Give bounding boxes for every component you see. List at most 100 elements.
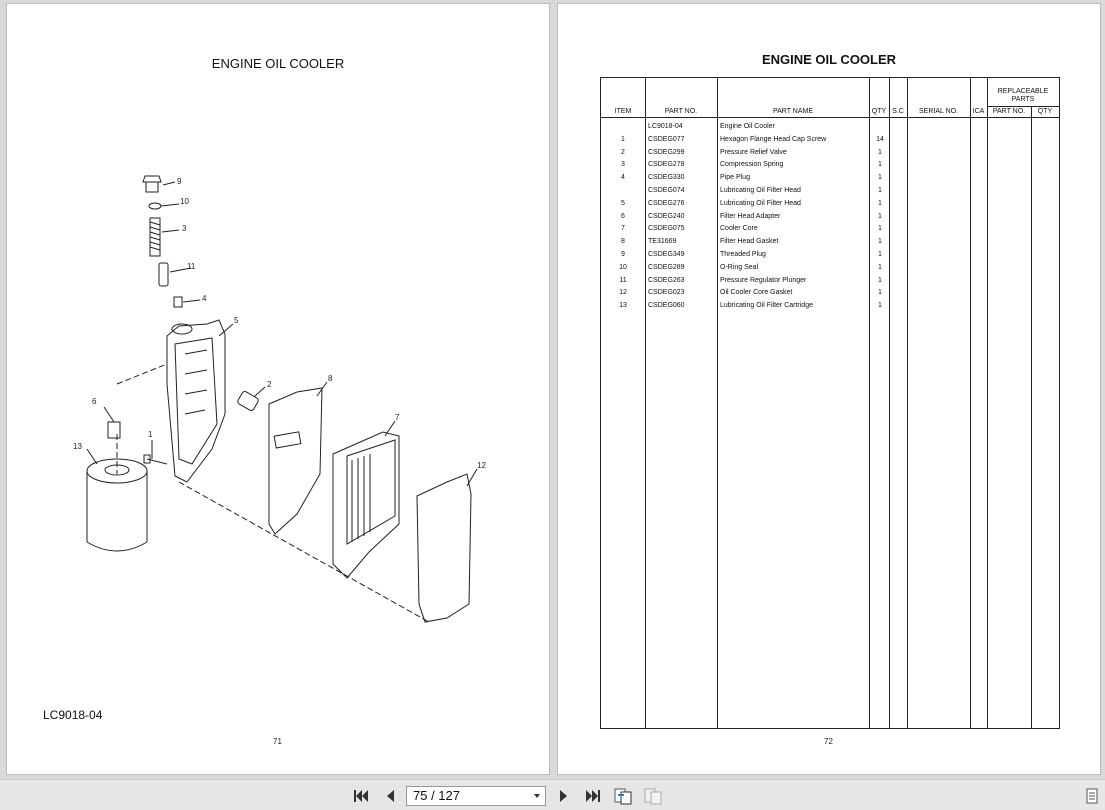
cell-part-name: Threaded Plug [720, 251, 766, 258]
cell-part-name: Pressure Regulator Plunger [720, 276, 807, 284]
cell-part-name: Filter Head Adapter [720, 212, 781, 220]
cell-item: 6 [621, 212, 625, 220]
cell-item: 13 [619, 302, 627, 310]
cell-part-name: Compression Spring [720, 161, 784, 169]
cell-item: 5 [621, 199, 625, 207]
callout-7: 7 [395, 413, 400, 422]
parts-table: ITEM PART NO. PART NAME QTY S.C SERIAL N… [600, 77, 1060, 729]
left-page: ENGINE OIL COOLER [7, 4, 549, 774]
cell-part-no: CSDEG299 [648, 148, 685, 156]
menu-button[interactable] [1084, 786, 1100, 806]
cell-part-name: Lubricating Oil Filter Head [720, 187, 801, 194]
page-number: 71 [273, 737, 282, 746]
cell-part-name: Hexagon Flange Head Cap Screw [720, 135, 827, 143]
header-part-no: PART NO. [664, 108, 698, 115]
cell-item: 1 [621, 135, 625, 143]
next-page-icon [560, 790, 567, 802]
cell-qty: 1 [878, 148, 882, 156]
cell-part-no: TE31669 [648, 238, 677, 246]
header-rp-part-no: PART NO. [992, 108, 1026, 115]
single-page-view-icon [614, 788, 632, 805]
cell-part-no: CSDEG278 [648, 161, 685, 169]
callout-13: 13 [73, 442, 82, 451]
cell-part-no: CSDEG349 [648, 251, 685, 258]
table-row: CSDEG074 Lubricating Oil Filter Head 1 [601, 187, 1059, 200]
cell-qty: 1 [878, 187, 882, 194]
adapter-shape [107, 421, 121, 439]
exploded-parts-diagram: 9 10 3 11 4 5 2 8 6 7 1 13 12 [73, 175, 486, 623]
cell-part-no: CSDEG074 [648, 187, 685, 194]
viewer-toolbar: 75 / 127 [0, 779, 1105, 810]
last-page-button[interactable] [582, 786, 604, 806]
table-row: 5 CSDEG276 Lubricating Oil Filter Head 1 [601, 200, 1059, 213]
cell-part-no: CSDEG060 [648, 302, 685, 310]
cell-part-no: CSDEG240 [648, 212, 685, 220]
two-page-view-button[interactable] [642, 786, 664, 806]
header-rp-qty: QTY [1037, 108, 1053, 115]
cell-qty: 1 [878, 289, 882, 297]
pipe-plug-shape [173, 296, 183, 308]
callout-9: 9 [177, 177, 182, 186]
cell-qty: 1 [878, 212, 882, 220]
first-page-button[interactable] [350, 786, 372, 806]
cooler-core-gasket-shape [416, 473, 472, 623]
chevron-down-icon [534, 794, 540, 798]
callout-5: 5 [234, 316, 239, 325]
cell-item: 4 [621, 174, 625, 182]
callout-2: 2 [267, 380, 272, 389]
page-number-select[interactable]: 75 / 127 [406, 786, 546, 806]
cell-part-no: LC9018-04 [648, 123, 683, 130]
cooler-core-shape [332, 431, 400, 579]
header-qty: QTY [871, 108, 887, 115]
callout-1: 1 [148, 430, 153, 439]
table-row: 4 CSDEG330 Pipe Plug 1 [601, 174, 1059, 187]
cell-item: 12 [619, 289, 627, 297]
callout-6: 6 [92, 397, 97, 406]
table-row: 8 TE31669 Filter Head Gasket 1 [601, 238, 1059, 251]
next-page-button[interactable] [554, 786, 574, 806]
header-sc: S.C [892, 108, 904, 115]
cell-qty: 1 [878, 263, 882, 271]
cell-part-no: CSDEG330 [648, 174, 685, 182]
table-row: 6 CSDEG240 Filter Head Adapter 1 [601, 213, 1059, 226]
callout-12: 12 [477, 461, 486, 470]
plug-head-shape [142, 175, 162, 183]
cell-qty: 1 [878, 174, 882, 182]
cell-part-no: CSDEG077 [648, 135, 685, 143]
cell-item: 7 [621, 225, 625, 233]
cell-part-name: Lubricating Oil Filter Head [720, 199, 801, 207]
cell-qty: 1 [878, 238, 882, 246]
cell-qty: 1 [878, 161, 882, 169]
page-indicator: 75 / 127 [413, 788, 460, 803]
header-replaceable-parts: REPLACEABLE PARTS [997, 88, 1049, 103]
callout-3: 3 [182, 224, 187, 233]
cell-part-name: Pipe Plug [720, 174, 750, 182]
cell-item: 9 [621, 251, 625, 258]
callout-11: 11 [187, 262, 196, 271]
two-page-view-icon [644, 788, 662, 805]
single-page-view-button[interactable] [612, 786, 634, 806]
previous-page-button[interactable] [380, 786, 400, 806]
cell-qty: 1 [878, 276, 882, 284]
cell-item: 8 [621, 238, 625, 246]
callout-10: 10 [180, 197, 189, 206]
cell-part-no: CSDEG289 [648, 263, 685, 271]
cell-qty: 1 [878, 199, 882, 207]
page-title: ENGINE OIL COOLER [211, 56, 345, 71]
header-ica: ICA [972, 108, 985, 115]
cell-part-name: Oil Cooler Core Gasket [720, 289, 793, 297]
cell-part-name: Lubricating Oil Filter Cartridge [720, 302, 813, 310]
header-part-name: PART NAME [772, 108, 814, 115]
menu-icon [1086, 788, 1098, 804]
cell-part-name: Filter Head Gasket [720, 238, 779, 246]
plunger-shape [158, 262, 169, 287]
header-item: ITEM [614, 108, 632, 115]
cell-part-no: CSDEG276 [648, 199, 685, 207]
cell-part-name: Cooler Core [720, 225, 758, 233]
